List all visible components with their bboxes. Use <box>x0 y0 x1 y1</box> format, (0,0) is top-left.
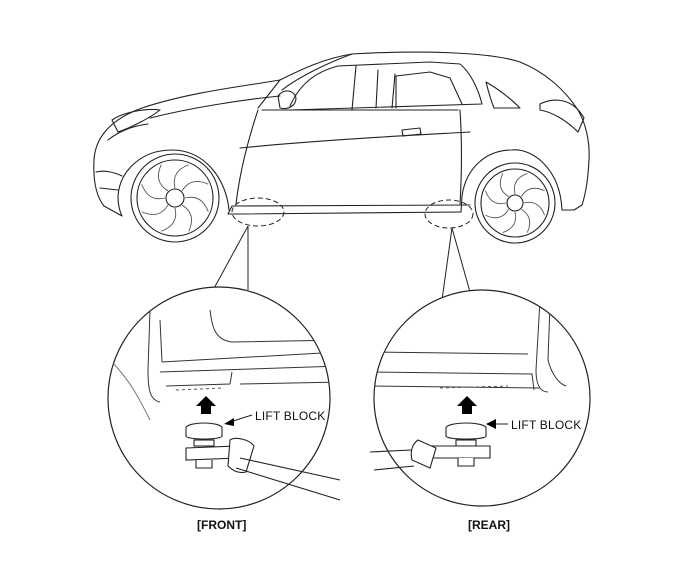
front-lift-arrow <box>196 396 216 414</box>
wheel-spoke <box>523 201 545 216</box>
wheel-spoke <box>520 187 545 197</box>
wheel-spoke <box>485 190 507 205</box>
wheel-spoke <box>181 204 193 232</box>
wheel-spoke <box>499 173 509 198</box>
front-wheel-spokes <box>141 164 209 232</box>
rear-detail-view <box>369 289 591 507</box>
wheel-spoke <box>173 164 189 189</box>
front-lift-block-label: LIFT BLOCK <box>255 409 326 423</box>
wheel-spoke <box>513 173 528 195</box>
rear-caption: [REAR] <box>468 518 510 532</box>
front-lift-point-marker <box>231 197 285 227</box>
front-lift-block <box>185 422 341 501</box>
wheel-spoke <box>181 180 209 192</box>
rear-lift-arrow <box>457 396 477 414</box>
car-side-view <box>93 51 590 244</box>
wheel-spoke <box>184 196 209 212</box>
wheel-spoke <box>141 184 166 200</box>
wheel-spoke <box>521 208 531 233</box>
detail-leader-lines <box>211 225 471 301</box>
rear-lift-block-label: LIFT BLOCK <box>511 418 582 432</box>
rear-lift-block <box>369 422 491 471</box>
front-caption: [FRONT] <box>197 518 247 532</box>
wheel-spoke <box>141 204 169 216</box>
rear-callout-arrowhead <box>486 419 496 429</box>
front-callout-arrowhead <box>224 418 234 426</box>
wheel-spoke <box>157 164 169 192</box>
rear-lift-point-marker <box>424 199 474 229</box>
front-detail-view <box>107 286 341 510</box>
wheel-spoke <box>161 207 177 232</box>
wheel-spoke <box>485 209 510 219</box>
rear-wheel-spokes <box>485 173 545 233</box>
wheel-spoke <box>502 211 517 233</box>
